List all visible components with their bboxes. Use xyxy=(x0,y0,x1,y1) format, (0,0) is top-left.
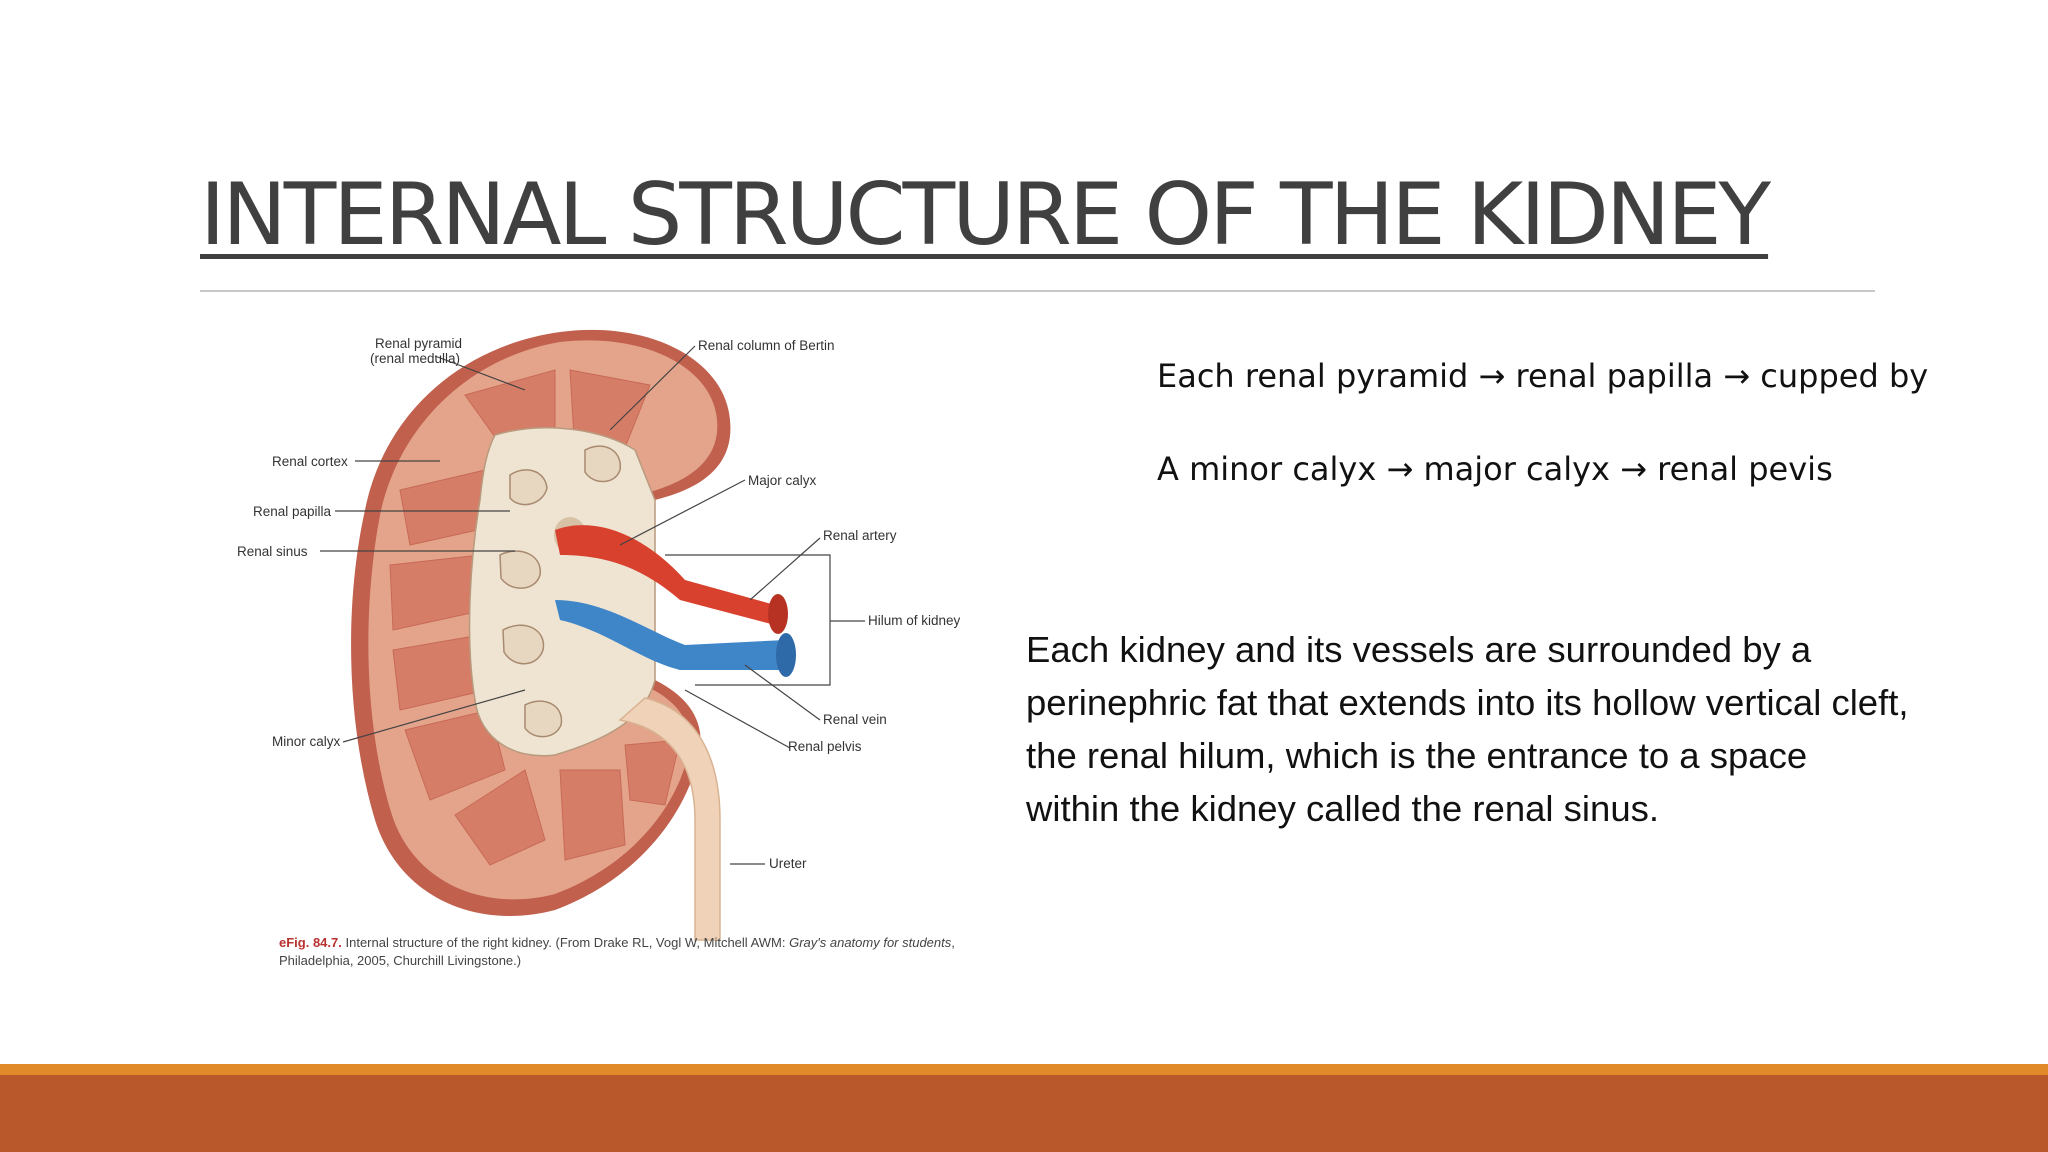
renal-pyramids xyxy=(389,369,681,866)
caption-figure-number: eFig. 84.7. xyxy=(279,935,342,950)
caption-text: Internal structure of the right kidney. … xyxy=(345,935,790,950)
ureter xyxy=(618,697,721,941)
caption-publisher: , Philadelphia, 2005, Churchill Livingst… xyxy=(279,935,955,968)
label-renal-cortex: Renal cortex xyxy=(272,454,348,469)
description-paragraph: Each kidney and its vessels are surround… xyxy=(1026,623,1986,835)
label-renal-column: Renal column of Bertin xyxy=(698,338,835,353)
label-renal-papilla: Renal papilla xyxy=(253,504,332,519)
label-renal-pelvis: Renal pelvis xyxy=(788,739,862,754)
renal-sinus xyxy=(468,427,656,757)
label-major-calyx: Major calyx xyxy=(748,473,817,488)
paragraph-line: perinephric fat that extends into its ho… xyxy=(1026,682,1909,723)
title-divider xyxy=(200,290,1875,292)
label-minor-calyx: Minor calyx xyxy=(272,734,341,749)
caption-book-title: Gray's anatomy for students xyxy=(789,935,952,950)
slide-title: INTERNAL STRUCTURE OF THE KIDNEY xyxy=(200,165,1771,265)
kidney-figure: Renal pyramid (renal medulla) Renal colu… xyxy=(225,300,985,1000)
label-renal-artery: Renal artery xyxy=(823,528,897,543)
footer-accent-bar xyxy=(0,1064,2048,1075)
label-renal-pyramid: Renal pyramid xyxy=(375,336,462,351)
paragraph-line: within the kidney called the renal sinus… xyxy=(1026,788,1660,829)
label-hilum: Hilum of kidney xyxy=(868,613,961,628)
kidney-illustration: Renal pyramid (renal medulla) Renal colu… xyxy=(237,329,961,941)
renal-artery xyxy=(555,525,775,625)
paragraph-line: the renal hilum, which is the entrance t… xyxy=(1026,735,1808,776)
paragraph-line: Each kidney and its vessels are surround… xyxy=(1026,629,1812,670)
footer-bar xyxy=(0,1075,2048,1152)
label-renal-sinus: Renal sinus xyxy=(237,544,308,559)
label-renal-medulla: (renal medulla) xyxy=(370,351,460,366)
figure-caption: eFig. 84.7. Internal structure of the ri… xyxy=(279,934,979,970)
label-ureter: Ureter xyxy=(769,856,807,871)
flow-line-2: A minor calyx → major calyx → renal pevi… xyxy=(1157,450,1833,488)
renal-vein xyxy=(555,600,785,670)
label-renal-vein: Renal vein xyxy=(823,712,887,727)
flow-line-1: Each renal pyramid → renal papilla → cup… xyxy=(1157,357,1929,395)
leader-lines xyxy=(320,345,865,865)
calyces xyxy=(499,445,621,738)
